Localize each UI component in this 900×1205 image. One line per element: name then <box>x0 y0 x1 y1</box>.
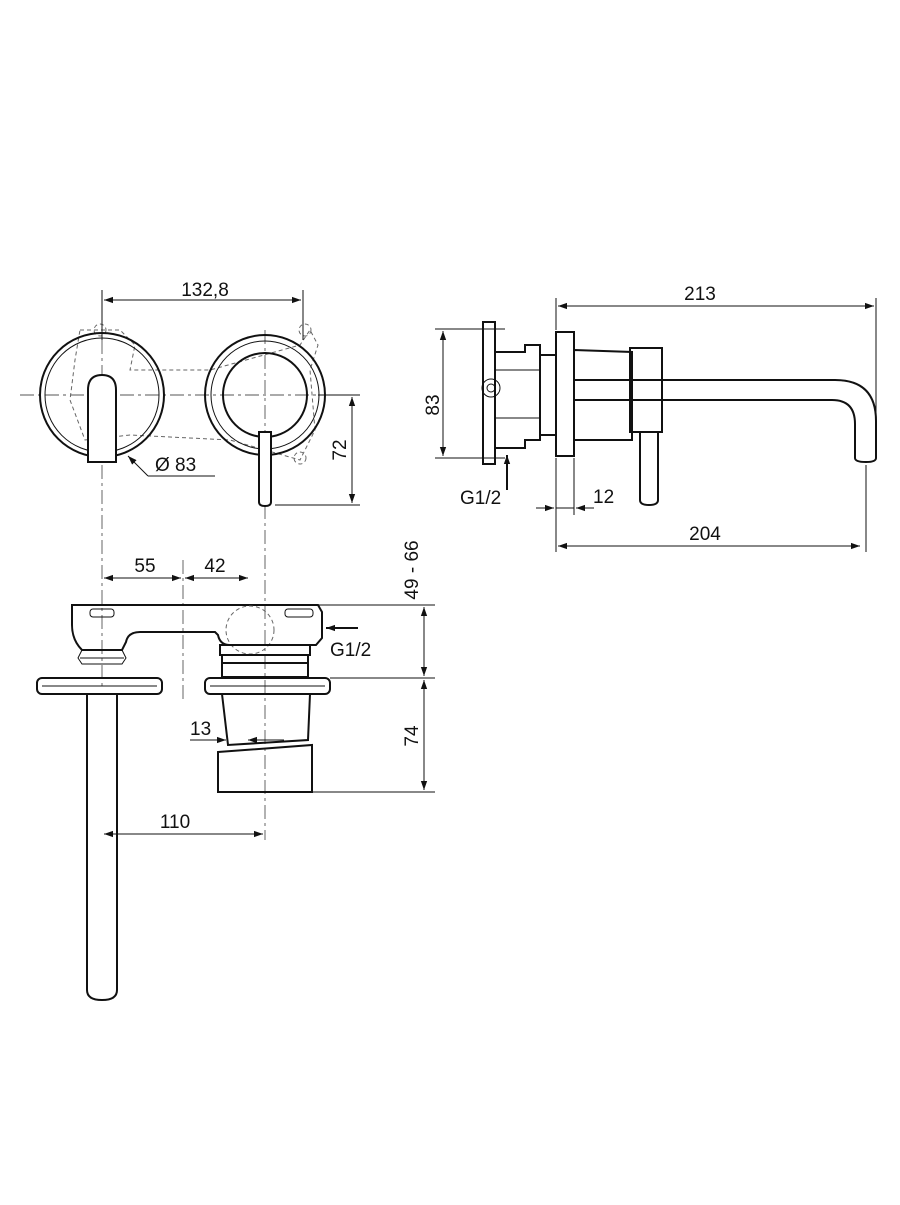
connection-label-side: G1/2 <box>460 488 501 509</box>
top-spout <box>86 694 118 1002</box>
top-slot-right <box>284 608 314 618</box>
hidden-mount-hole-3 <box>293 451 307 465</box>
hidden-concealed-body <box>69 329 319 461</box>
spout-front <box>87 373 117 463</box>
concealed-body-port <box>481 378 501 398</box>
dim-top-range: 49 - 66 <box>402 540 423 599</box>
lever-line <box>227 739 309 746</box>
concealed-mounting-plate <box>482 321 496 465</box>
dim-side-projection: 204 <box>689 524 721 545</box>
top-hidden-cartridge <box>225 605 275 655</box>
side-escutcheon <box>555 331 575 457</box>
dim-side-total: 213 <box>684 284 716 305</box>
front-view: 132,8 Ø 83 72 <box>20 280 360 840</box>
top-slot-left <box>89 608 115 618</box>
dim-escutcheon-diameter: Ø 83 <box>155 455 196 476</box>
dim-top-spout: 110 <box>160 812 190 833</box>
dim-front-width: 132,8 <box>181 280 229 301</box>
cartridge-sleeve <box>539 354 557 436</box>
top-view: 55 42 G1/2 49 - 66 74 13 110 <box>36 540 435 1002</box>
side-view: 83 G1/2 213 12 204 <box>423 284 877 552</box>
top-lever-body <box>220 693 312 747</box>
lever-handle <box>258 431 272 508</box>
dim-top-left: 55 <box>134 556 155 577</box>
dim-top-small: 13 <box>190 719 211 740</box>
leader-line <box>127 455 149 477</box>
top-spout-collar <box>77 649 127 665</box>
dim-top-mid: 42 <box>204 556 225 577</box>
lever-head-side <box>629 347 663 433</box>
top-body-bar <box>71 604 323 651</box>
dim-lever-offset: 72 <box>330 439 351 460</box>
hidden-mount-hole-2 <box>298 323 312 337</box>
concealed-body-port-inner <box>486 383 496 393</box>
lever-body-side <box>573 348 633 441</box>
dim-side-height: 83 <box>423 394 444 415</box>
dim-top-body: 74 <box>402 725 423 747</box>
concealed-body <box>494 344 541 449</box>
spout-side <box>574 379 877 464</box>
connection-label-top: G1/2 <box>330 640 371 661</box>
dim-side-plate: 12 <box>593 487 614 508</box>
top-plate-left <box>36 677 163 695</box>
lever-handle-side <box>639 431 659 507</box>
hidden-mount-hole-1 <box>93 323 107 337</box>
